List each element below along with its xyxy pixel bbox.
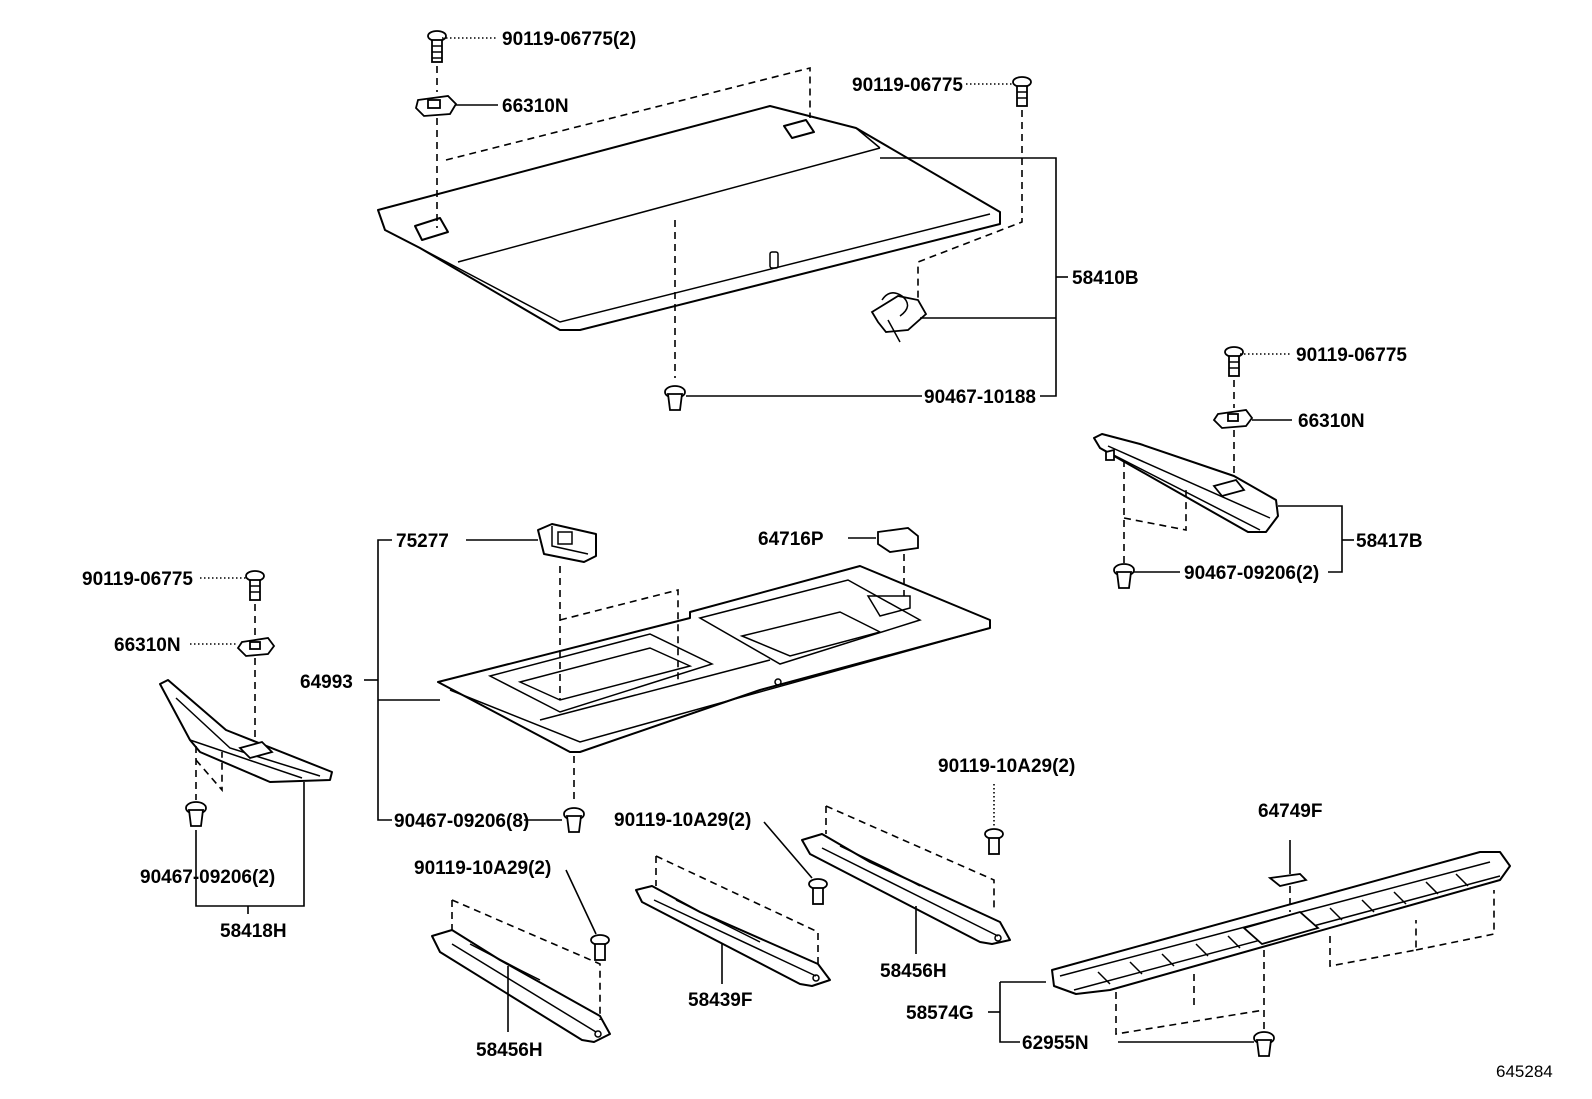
label-90119-10A29-2-a: 90119-10A29(2) (414, 858, 551, 879)
label-64993: 64993 (300, 672, 353, 693)
clip-90467-10188 (664, 385, 686, 411)
label-90119-10A29-2-c: 90119-10A29(2) (938, 756, 1075, 777)
label-64749F: 64749F (1258, 801, 1322, 822)
clip-62955N (1253, 1031, 1275, 1057)
label-90119-06775-2-top: 90119-06775(2) (502, 29, 636, 50)
label-58418H: 58418H (220, 921, 287, 942)
label-66310N-right: 66310N (1298, 411, 1365, 432)
label-90467-09206-8: 90467-09206(8) (394, 811, 529, 832)
bolt-90119-06775-left (245, 570, 265, 601)
clip-66310N-right (1212, 409, 1254, 429)
clip-90467-09206-mid (563, 807, 585, 833)
hook-bracket (870, 292, 928, 343)
label-90467-09206-2-left: 90467-09206(2) (140, 867, 275, 888)
trim-58417B (1093, 433, 1279, 533)
label-90467-09206-2-right: 90467-09206(2) (1184, 563, 1319, 584)
label-90467-10188: 90467-10188 (924, 387, 1036, 408)
cover-64716P (877, 527, 919, 553)
plate-58456H-right (801, 833, 1011, 945)
clip-66310N-left (236, 637, 276, 657)
label-62955N: 62955N (1022, 1033, 1089, 1054)
label-90119-10A29-2-b: 90119-10A29(2) (614, 810, 751, 831)
label-58456H-right: 58456H (880, 961, 947, 982)
bolt-90119-06775-right (1224, 346, 1244, 377)
plate-58456H-left (431, 929, 611, 1043)
bolt-90119-10A29-b (808, 878, 828, 905)
label-90119-06775-topright: 90119-06775 (852, 75, 963, 96)
clip-64749F (1267, 873, 1308, 887)
bolt-90119-10A29-a (590, 934, 610, 961)
deck-board-58410B (377, 105, 1001, 331)
floor-64993 (437, 565, 991, 753)
plate-58439F (635, 885, 831, 987)
label-66310N-left: 66310N (114, 635, 181, 656)
diagram-reference-number: 645284 (1496, 1062, 1553, 1081)
label-66310N-top: 66310N (502, 96, 569, 117)
clip-90467-09206-right (1113, 563, 1135, 589)
clip-66310N-top (415, 95, 458, 117)
scuff-plate-58574G (1051, 851, 1511, 995)
label-58417B: 58417B (1356, 531, 1423, 552)
trim-58418H (159, 679, 333, 783)
bolt-90119-06775-topright (1012, 76, 1032, 107)
label-75277: 75277 (396, 531, 449, 552)
bolt-90119-06775-top (427, 30, 447, 63)
label-64716P: 64716P (758, 529, 824, 550)
label-58456H-left: 58456H (476, 1040, 543, 1061)
label-58574G: 58574G (906, 1003, 974, 1024)
bracket-75277 (537, 523, 597, 563)
bolt-90119-10A29-c (984, 828, 1004, 855)
label-58410B: 58410B (1072, 268, 1139, 289)
label-90119-06775-right: 90119-06775 (1296, 345, 1407, 366)
label-90119-06775-left: 90119-06775 (82, 569, 193, 590)
label-58439F: 58439F (688, 990, 752, 1011)
clip-90467-09206-left (185, 801, 207, 827)
